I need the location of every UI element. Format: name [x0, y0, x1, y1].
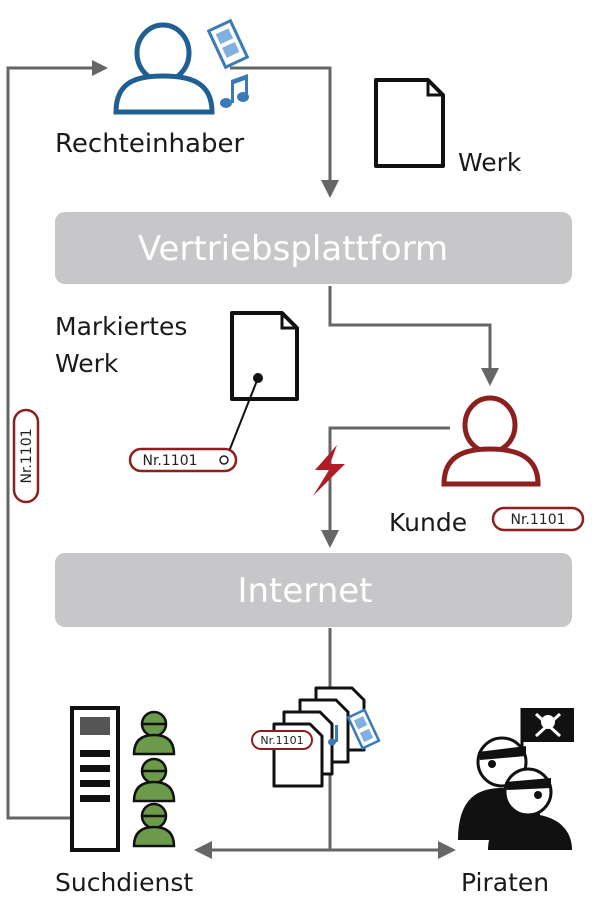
internet-box	[55, 553, 572, 627]
svg-text:Nr.1101: Nr.1101	[142, 453, 197, 469]
customer-label: Kunde	[389, 508, 467, 537]
lightning-icon	[313, 445, 345, 496]
search-person-top	[132, 710, 176, 756]
marked-work-label-line2: Werk	[55, 349, 119, 378]
music-note-icon	[220, 74, 249, 108]
work-label: Werk	[458, 148, 522, 177]
platform-to-customer-line	[328, 286, 492, 370]
svg-text:Nr.1101: Nr.1101	[260, 734, 303, 747]
film-icon	[206, 18, 250, 70]
server-icon	[70, 706, 120, 852]
search-person-bottom	[132, 802, 176, 848]
copied-film-icon	[346, 708, 381, 750]
internet-label: Internet	[237, 571, 372, 611]
platform-box	[55, 212, 572, 284]
platform-label: Vertriebsplattform	[138, 229, 448, 269]
customer-badge: Nr.1101	[491, 506, 585, 532]
marked-document-icon	[225, 311, 299, 460]
copied-badge: Nr.1101	[251, 730, 313, 750]
copied-music-note-icon	[328, 725, 338, 746]
to-pirates-arrowhead	[438, 841, 456, 859]
feedback-badge: Nr.1101	[12, 408, 40, 504]
marked-work-label-line1: Markiertes	[55, 312, 187, 341]
holder-to-platform-arrowhead	[321, 180, 339, 198]
customer-to-internet-line	[328, 426, 450, 530]
holder-to-platform-line	[230, 66, 332, 182]
pirates-label: Piraten	[461, 868, 549, 897]
search-service-label: Suchdienst	[55, 868, 193, 897]
customer-person-icon	[441, 395, 541, 487]
rights-holder-person-icon	[113, 22, 215, 115]
feedback-loop-line	[6, 66, 96, 820]
platform-to-customer-arrowhead	[481, 368, 499, 386]
search-person-middle	[132, 757, 176, 803]
svg-text:Nr.1101: Nr.1101	[510, 512, 565, 528]
pirates-icon	[458, 736, 572, 850]
to-search-arrowhead	[194, 841, 212, 859]
feedback-arrowhead	[92, 60, 108, 76]
rights-holder-label: Rechteinhaber	[55, 129, 244, 159]
svg-text:Nr.1101: Nr.1101	[19, 428, 35, 483]
search-people-icon	[132, 710, 176, 848]
work-document-icon	[374, 78, 445, 168]
marked-work-badge: Nr.1101	[128, 447, 238, 473]
customer-to-internet-arrowhead	[321, 530, 339, 548]
